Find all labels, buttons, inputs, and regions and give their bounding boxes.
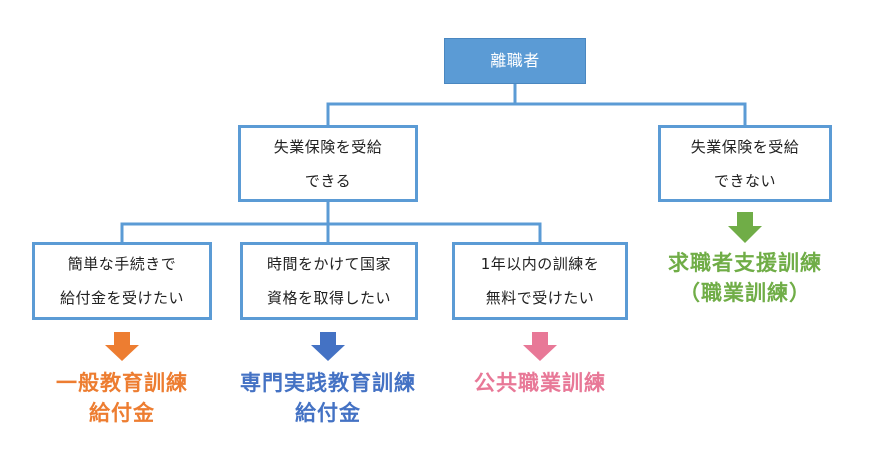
down-arrow-icon bbox=[105, 332, 139, 361]
outcome-jobseeker-support-training: 求職者支援訓練 （職業訓練） bbox=[650, 248, 840, 308]
arrow-specialized-shape bbox=[311, 332, 345, 361]
arrow-general-shape bbox=[105, 332, 139, 361]
node-eligible-for-unemployment-insurance: 失業保険を受給 できる bbox=[238, 125, 418, 202]
outcome-general-education-training-benefit: 一般教育訓練 給付金 bbox=[22, 368, 222, 428]
node-simple-line1: 簡単な手続きで bbox=[67, 255, 177, 273]
node-not-eligible-for-unemployment-insurance: 失業保険を受給 できない bbox=[658, 125, 832, 202]
node-national-qualification: 時間をかけて国家 資格を取得したい bbox=[240, 242, 418, 320]
arrow-public-shape bbox=[523, 332, 557, 361]
node-national-line2: 資格を取得したい bbox=[266, 289, 391, 307]
root-node-rishokusha: 離職者 bbox=[444, 38, 586, 84]
node-simple-line2: 給付金を受けたい bbox=[59, 289, 184, 307]
outcome-jobseeker-line1: 求職者支援訓練 bbox=[668, 251, 822, 275]
down-arrow-icon bbox=[311, 332, 345, 361]
node-simple-procedure: 簡単な手続きで 給付金を受けたい bbox=[32, 242, 212, 320]
outcome-specialized-practical-training-benefit: 専門実践教育訓練 給付金 bbox=[218, 368, 438, 428]
node-free-line1: 1年以内の訓練を bbox=[480, 255, 600, 273]
node-not-eligible-line1: 失業保険を受給 bbox=[690, 137, 800, 156]
node-free-training: 1年以内の訓練を 無料で受けたい bbox=[452, 242, 628, 320]
node-not-eligible-line2: できない bbox=[713, 171, 776, 190]
outcome-general-line2: 給付金 bbox=[89, 401, 155, 425]
node-free-line2: 無料で受けたい bbox=[485, 289, 595, 307]
outcome-specialized-line1: 専門実践教育訓練 bbox=[240, 371, 416, 395]
outcome-jobseeker-line2: （職業訓練） bbox=[679, 281, 811, 305]
root-label: 離職者 bbox=[490, 51, 540, 70]
arrow-jobseeker-shape bbox=[728, 212, 762, 243]
outcome-public-line1: 公共職業訓練 bbox=[474, 371, 606, 395]
node-eligible-line1: 失業保険を受給 bbox=[273, 137, 383, 156]
down-arrow-icon bbox=[728, 212, 762, 243]
node-eligible-line2: できる bbox=[304, 171, 352, 190]
outcome-general-line1: 一般教育訓練 bbox=[56, 371, 188, 395]
outcome-public-vocational-training: 公共職業訓練 bbox=[440, 368, 640, 398]
node-national-line1: 時間をかけて国家 bbox=[266, 255, 391, 273]
outcome-specialized-line2: 給付金 bbox=[295, 401, 361, 425]
down-arrow-icon bbox=[523, 332, 557, 361]
